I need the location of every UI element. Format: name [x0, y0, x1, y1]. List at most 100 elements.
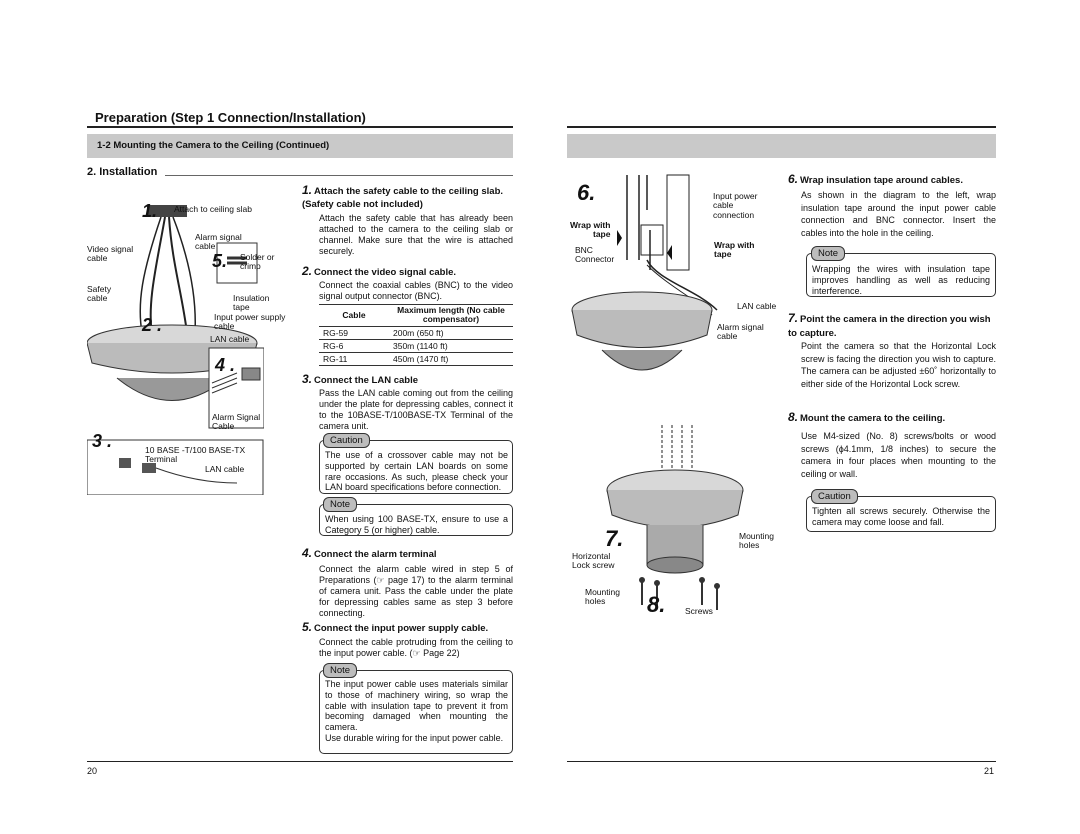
- note-box-1: [319, 504, 513, 536]
- footer-rule-left: [87, 761, 513, 762]
- step-3-title: Connect the LAN cable: [314, 375, 419, 386]
- table-cell-cable: RG-6: [319, 338, 389, 353]
- cable-table: Cable Maximum length (No cable compensat…: [319, 304, 513, 366]
- page-number-right: 21: [984, 766, 995, 776]
- step-6-number: 6.: [788, 172, 799, 186]
- label-lan-cable-right: LAN cable: [737, 301, 777, 311]
- step-4-text: Connect the alarm cable wired in step 5 …: [319, 564, 513, 618]
- caution-title-1: Caution: [323, 433, 370, 448]
- step-1-number: 1.: [302, 183, 313, 197]
- step-7-title: Point the camera in the direction you wi…: [788, 314, 991, 340]
- step-2-heading: 2.Connect the video signal cable.: [302, 264, 513, 280]
- label-horizontal-lock-screw: Horizontal Lock screw: [572, 551, 615, 571]
- label-alarm-signal-right: Alarm signal cable: [717, 322, 764, 342]
- table-cell-length: 450m (1470 ft): [389, 351, 513, 366]
- fig-step-2: 2 .: [142, 315, 163, 335]
- step-4-title: Connect the alarm terminal: [314, 549, 437, 560]
- table-row: RG-11 450m (1470 ft): [319, 351, 513, 366]
- note-box-right: [806, 253, 996, 297]
- label-attach-ceiling: Attach to ceiling slab: [174, 204, 252, 214]
- fig-step-6: 6.: [577, 180, 596, 205]
- note-title-right: Note: [811, 246, 846, 261]
- label-input-power-connection: Input power cable connection: [713, 191, 758, 220]
- label-input-power-supply: Input power supply cable: [214, 312, 286, 332]
- installation-rule: [165, 175, 513, 176]
- caution-title-right: Caution: [811, 489, 858, 504]
- note-title-1: Note: [323, 497, 358, 512]
- label-solder-crimp: Solder or crimp: [240, 252, 275, 272]
- table-header-row: Cable Maximum length (No cable compensat…: [319, 304, 513, 327]
- installation-figure: 1. 2 . 3 . 4 . 5. Attach to ceiling slab…: [87, 183, 285, 495]
- label-screws: Screws: [685, 606, 713, 616]
- fig-step-5: 5.: [212, 251, 228, 271]
- step-6-title: Wrap insulation tape around cables.: [800, 175, 963, 186]
- label-bnc-connector: BNC Connector: [575, 245, 615, 265]
- step-3-heading: 3.Connect the LAN cable: [302, 372, 513, 388]
- mounting-diagram: [571, 174, 744, 610]
- step-7-heading: 7.Point the camera in the direction you …: [788, 309, 996, 342]
- note-title-2: Note: [323, 663, 358, 678]
- note-box-2: [319, 670, 513, 754]
- step-6-text: As shown in the diagram to the left, wra…: [801, 190, 996, 238]
- step-8-number: 8.: [788, 410, 799, 424]
- label-insulation-tape: Insulation tape: [233, 293, 270, 313]
- step-2-number: 2.: [302, 264, 313, 278]
- caution-box-right: [806, 496, 996, 532]
- step-4-number: 4.: [302, 546, 313, 560]
- step-4-heading: 4.Connect the alarm terminal: [302, 546, 513, 562]
- label-wrap-tape-1: Wrap with tape: [570, 220, 611, 240]
- fig-step-3: 3 .: [92, 431, 113, 451]
- step-2-title: Connect the video signal cable.: [314, 267, 457, 278]
- label-video-signal-cable: Video signal cable: [87, 244, 134, 264]
- table-row: RG-6 350m (1140 ft): [319, 338, 513, 353]
- table-cell-cable: RG-11: [319, 351, 389, 366]
- step-1-title: Attach the safety cable to the ceiling s…: [302, 186, 504, 210]
- step-2-text: Connect the coaxial cables (BNC) to the …: [319, 280, 513, 301]
- note-text-2: The input power cable uses materials sim…: [325, 679, 508, 743]
- label-lan-cable-2: LAN cable: [205, 464, 245, 474]
- table-cell-length: 200m (650 ft): [389, 325, 513, 340]
- step-3-text: Pass the LAN cable coming out from the c…: [319, 388, 513, 431]
- top-rule-left: [87, 126, 513, 128]
- note-text-1: When using 100 BASE-TX, ensure to use a …: [325, 514, 508, 535]
- table-cell-length: 350m (1140 ft): [389, 338, 513, 353]
- table-header-cable: Cable: [319, 304, 389, 327]
- step-8-heading: 8.Mount the camera to the ceiling.: [788, 410, 996, 426]
- footer-rule-right: [567, 761, 996, 762]
- step-5-number: 5.: [302, 620, 313, 634]
- step-7-number: 7.: [788, 311, 799, 325]
- label-safety-cable: Safety cable: [87, 284, 112, 304]
- label-alarm-signal-cable: Alarm signal cable: [195, 232, 242, 252]
- fig-step-1: 1.: [142, 201, 158, 221]
- label-mounting-holes-2: Mounting holes: [585, 587, 620, 607]
- label-lan-cable: LAN cable: [210, 334, 250, 344]
- mounting-figure: 6. 7. 8. Input power cable connection Wr…: [567, 170, 782, 620]
- table-row: RG-59 200m (650 ft): [319, 325, 513, 340]
- step-6-heading: 6.Wrap insulation tape around cables.: [788, 172, 996, 188]
- subsection-bar: 1-2 Mounting the Camera to the Ceiling (…: [87, 134, 513, 158]
- table-header-length: Maximum length (No cable compensator): [389, 304, 513, 327]
- step-3-number: 3.: [302, 372, 313, 386]
- step-1-heading: 1.Attach the safety cable to the ceiling…: [302, 183, 513, 211]
- step-1-text: Attach the safety cable that has already…: [319, 213, 513, 256]
- fig-step-4: 4 .: [215, 355, 236, 375]
- fig-step-7: 7.: [605, 526, 624, 551]
- caution-text-right: Tighten all screws securely. Otherwise t…: [812, 506, 990, 527]
- table-cell-cable: RG-59: [319, 325, 389, 340]
- top-rule-right: [567, 126, 996, 128]
- installation-heading: 2. Installation: [87, 166, 158, 178]
- step-8-title: Mount the camera to the ceiling.: [800, 413, 946, 424]
- right-subbar: [567, 134, 996, 158]
- step-5-heading: 5.Connect the input power supply cable.: [302, 620, 513, 636]
- step-7-text: Point the camera so that the Horizontal …: [801, 341, 996, 389]
- label-wrap-tape-2: Wrap with tape: [714, 240, 755, 260]
- label-base-terminal: 10 BASE -T/100 BASE-TX Terminal: [145, 445, 246, 465]
- subsection-title: 1-2 Mounting the Camera to the Ceiling (…: [97, 140, 330, 151]
- step-5-title: Connect the input power supply cable.: [314, 623, 489, 634]
- fig-step-8: 8.: [647, 592, 666, 617]
- page-number-left: 20: [87, 766, 98, 776]
- installation-diagram: [87, 205, 264, 495]
- step-8-text: Use M4-sized (No. 8) screws/bolts or woo…: [801, 431, 996, 479]
- label-alarm-signal-cable-2: Alarm Signal Cable: [212, 412, 261, 432]
- caution-text-1: The use of a crossover cable may not be …: [325, 450, 508, 493]
